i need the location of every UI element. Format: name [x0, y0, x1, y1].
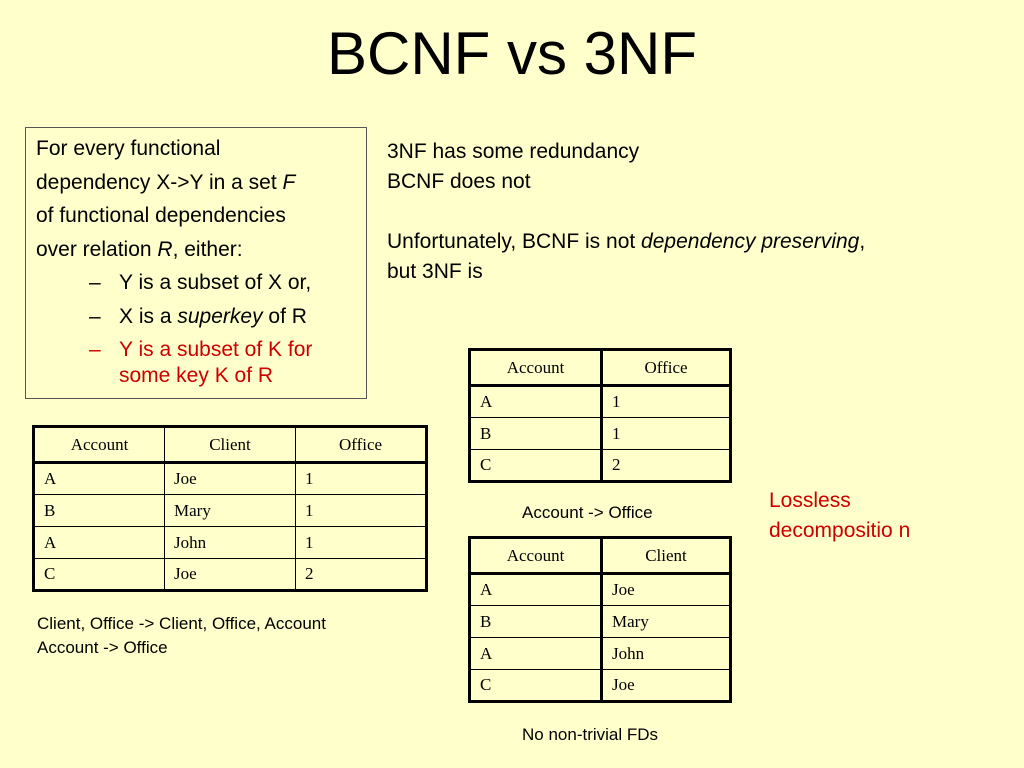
bullet-dash: – [89, 338, 101, 361]
table-header-row: Account Client Office [33, 426, 427, 464]
column-header: Account [469, 349, 603, 387]
lossless-decomposition-note: Lossless decompositio n [769, 489, 911, 542]
table2-fd-caption: Account -> Office [522, 503, 653, 522]
table3-fd-caption: No non-trivial FDs [522, 725, 659, 744]
comparison-notes: 3NF has some redundancy BCNF does not Un… [387, 137, 865, 287]
definition-bullet-2: – X is a superkey of R [36, 300, 358, 334]
bcnf-definition-box: For every functional dependency X->Y in … [25, 127, 367, 399]
dependency-preserving-term: dependency preserving [641, 230, 860, 253]
table1-fd-caption: Client, Office -> Client, Office, Accoun… [37, 612, 326, 660]
definition-line-1: For every functional [36, 137, 221, 160]
note-line-2: BCNF does not [387, 170, 531, 193]
bullet-dash: – [89, 304, 101, 328]
slide-title: BCNF vs 3NF [326, 20, 698, 87]
fd-line-2: Account -> Office [37, 638, 168, 657]
column-header: Client [601, 537, 731, 575]
table-header-row: Account Office [469, 349, 731, 387]
note-line-3: Unfortunately, BCNF is not dependency pr… [387, 230, 866, 253]
column-header: Office [601, 349, 731, 387]
column-header: Account [469, 537, 603, 575]
note-spacer [387, 197, 865, 227]
bullet-dash: – [89, 271, 101, 294]
definition-line-2: dependency X->Y in a set F [36, 170, 296, 194]
set-f-symbol: F [282, 170, 296, 194]
column-header: Client [164, 426, 296, 464]
column-header: Office [295, 426, 427, 464]
definition-bullet-1: – Y is a subset of X or, [36, 266, 358, 300]
table-header-row: Account Client [469, 537, 731, 575]
relation-r-symbol: R [157, 237, 173, 261]
fd-line-1: Client, Office -> Client, Office, Accoun… [37, 614, 326, 633]
definition-line-3: of functional dependencies [36, 204, 286, 227]
column-header: Account [33, 426, 165, 464]
note-line-1: 3NF has some redundancy [387, 140, 640, 163]
note-line-4: but 3NF is [387, 260, 483, 283]
definition-bullet-3: – Y is a subset of K for some key K of R [89, 338, 313, 387]
definition-line-4: over relation R, either: [36, 237, 243, 261]
superkey-term: superkey [177, 304, 263, 328]
